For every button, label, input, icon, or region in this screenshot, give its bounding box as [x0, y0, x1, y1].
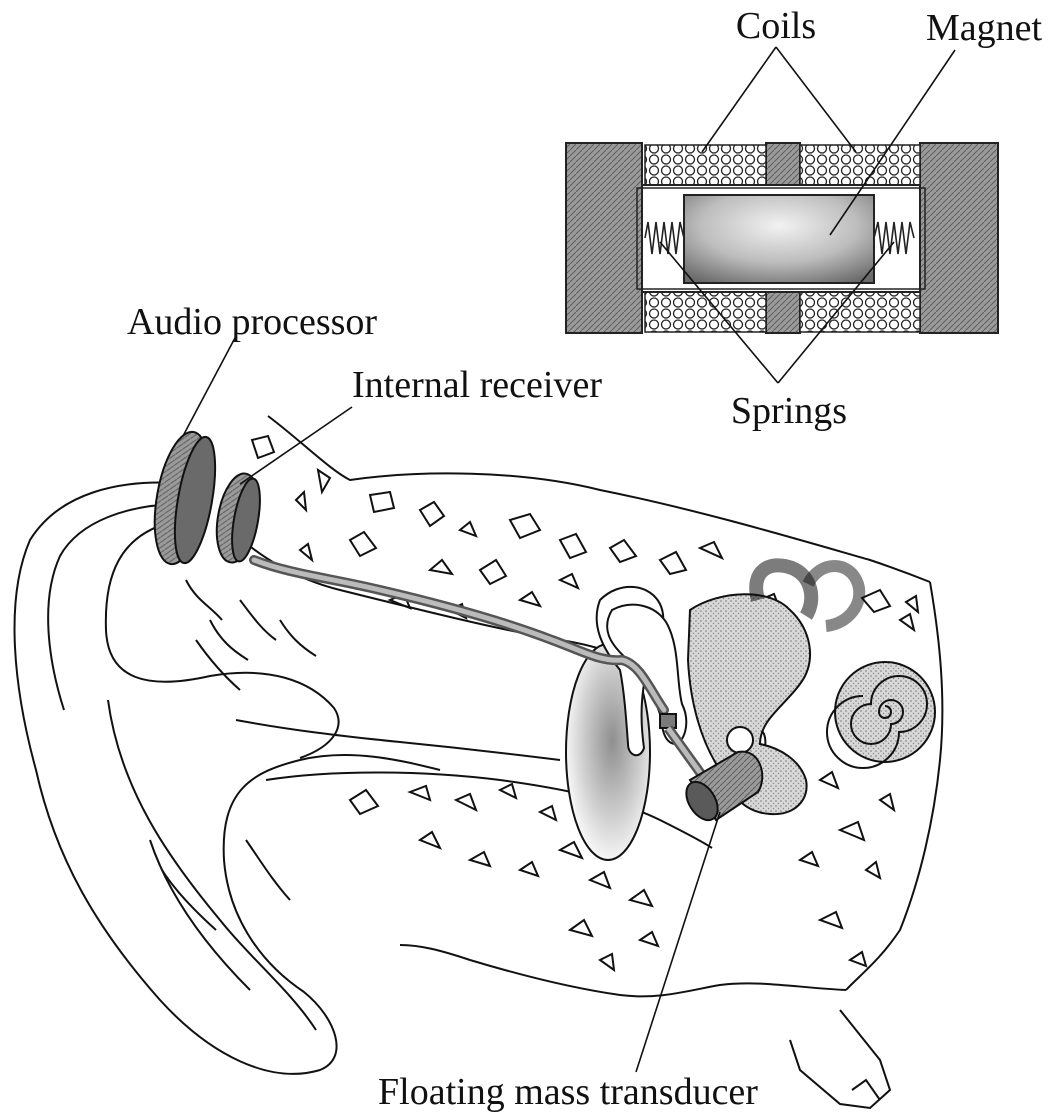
ear-anatomy [15, 416, 943, 1108]
implant-external [146, 428, 266, 569]
leader-coils-right [776, 47, 856, 152]
leader-audio-processor [183, 336, 236, 436]
pinna-outline [15, 483, 440, 1074]
housing-left-block [566, 143, 642, 333]
transducer-cross-section [566, 47, 998, 383]
label-internal-receiver: Internal receiver [352, 364, 602, 406]
label-audio-processor: Audio processor [127, 301, 377, 343]
label-coils: Coils [736, 5, 816, 47]
coil-top-left [645, 145, 766, 185]
housing-top-middle [766, 143, 800, 185]
skin-outline-top [268, 416, 930, 582]
label-floating-mass-transducer: Floating mass transducer [378, 1071, 758, 1113]
housing-right-block [920, 143, 998, 333]
coil-bottom-left [645, 292, 766, 332]
leader-internal-receiver [240, 407, 352, 484]
bone-outline-bottom [400, 945, 846, 996]
bone-outline-right [846, 582, 942, 990]
magnet [684, 195, 874, 283]
label-magnet: Magnet [926, 7, 1043, 49]
cochlea [835, 662, 935, 762]
canal-lower-wall [236, 720, 560, 760]
fmt-clip [660, 714, 676, 728]
coil-bottom-right [800, 292, 920, 332]
label-springs: Springs [731, 390, 847, 432]
coil-top-right [800, 145, 920, 185]
housing-bottom-middle [766, 292, 800, 333]
concha-inner [108, 700, 316, 1030]
leader-coils-left [702, 47, 776, 152]
